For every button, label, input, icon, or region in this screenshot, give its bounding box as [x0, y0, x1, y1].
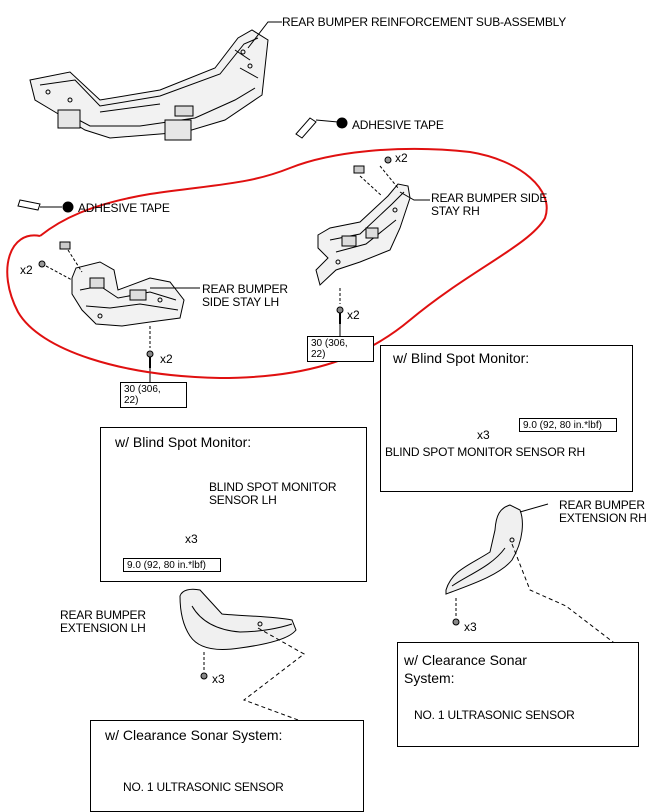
label-rear-bumper-reinforcement: REAR BUMPER REINFORCEMENT SUB-ASSEMBLY: [282, 15, 567, 29]
qty-ext-rh-screw: x3: [464, 620, 477, 634]
leader-extension-rh: [519, 503, 549, 513]
label-ultrasonic-left: NO. 1 ULTRASONIC SENSOR: [123, 780, 284, 794]
bsm-left-title: w/ Blind Spot Monitor:: [115, 434, 252, 450]
adhesive-tape-right-bullet: [336, 117, 348, 129]
red-annotation-circle: [6, 147, 548, 380]
label-bsm-sensor-rh: BLIND SPOT MONITOR SENSOR RH: [385, 445, 585, 459]
bsm-left-box: w/ Blind Spot Monitor: BLIND SPOT MONITO…: [100, 427, 367, 582]
bsm-right-title: w/ Blind Spot Monitor:: [393, 350, 530, 366]
label-adhesive-tape-right: ADHESIVE TAPE: [352, 118, 444, 132]
qty-bsm-rh-nut: x3: [477, 428, 490, 442]
torque-bsm-rh: 9.0 (92, 80 in.*lbf): [519, 418, 617, 432]
sonar-right-box: w/ Clearance Sonar System: NO. 1 ULTRASO…: [397, 642, 639, 747]
bsm-right-box: w/ Blind Spot Monitor: 9.0 (92, 80 in.*l…: [380, 345, 633, 492]
torque-lh-stay: 30 (306, 22): [120, 382, 187, 408]
rear-bumper-extension-lh-drawing: [179, 588, 297, 650]
sonar-left-box: w/ Clearance Sonar System: NO. 1 ULTRASO…: [90, 720, 364, 812]
leader-side-stay-rh: [399, 191, 430, 201]
qty-ext-lh-screw: x3: [212, 672, 225, 686]
torque-bsm-lh: 9.0 (92, 80 in.*lbf): [123, 558, 221, 572]
qty-rh-bolt: x2: [347, 308, 360, 322]
label-ultrasonic-right: NO. 1 ULTRASONIC SENSOR: [414, 708, 575, 722]
label-adhesive-tape-left: ADHESIVE TAPE: [78, 201, 170, 215]
label-bsm-sensor-lh: BLIND SPOT MONITOR SENSOR LH: [209, 480, 337, 507]
label-extension-lh: REAR BUMPER EXTENSION LH: [60, 608, 146, 635]
label-extension-rh: REAR BUMPER EXTENSION RH: [559, 498, 647, 525]
rear-bumper-extension-rh-drawing: [445, 504, 523, 595]
lh-stay-bolt: [146, 350, 154, 368]
rh-stay-bolt: [336, 306, 344, 324]
adhesive-tape-left-bullet: [62, 201, 74, 213]
label-side-stay-lh: REAR BUMPER SIDE STAY LH: [202, 282, 288, 309]
qty-bsm-lh-nut: x3: [185, 532, 198, 546]
torque-rh-stay: 30 (306, 22): [307, 336, 374, 362]
adhesive-tape-left-drawing: [17, 199, 62, 211]
label-side-stay-rh: REAR BUMPER SIDE STAY RH: [431, 191, 548, 218]
qty-lh-bolt: x2: [160, 352, 173, 366]
sonar-right-title: w/ Clearance Sonar System:: [404, 652, 527, 686]
leader-reinforcement: [247, 21, 282, 49]
rear-bumper-side-stay-rh-drawing: [315, 156, 411, 286]
rear-bumper-reinforcement-drawing: [29, 29, 269, 141]
qty-lh-clip: x2: [20, 263, 33, 277]
sonar-left-title: w/ Clearance Sonar System:: [105, 727, 283, 743]
adhesive-tape-right-drawing: [295, 117, 339, 139]
qty-rh-top-clip: x2: [395, 151, 408, 165]
rear-bumper-side-stay-lh-drawing: [38, 241, 185, 327]
